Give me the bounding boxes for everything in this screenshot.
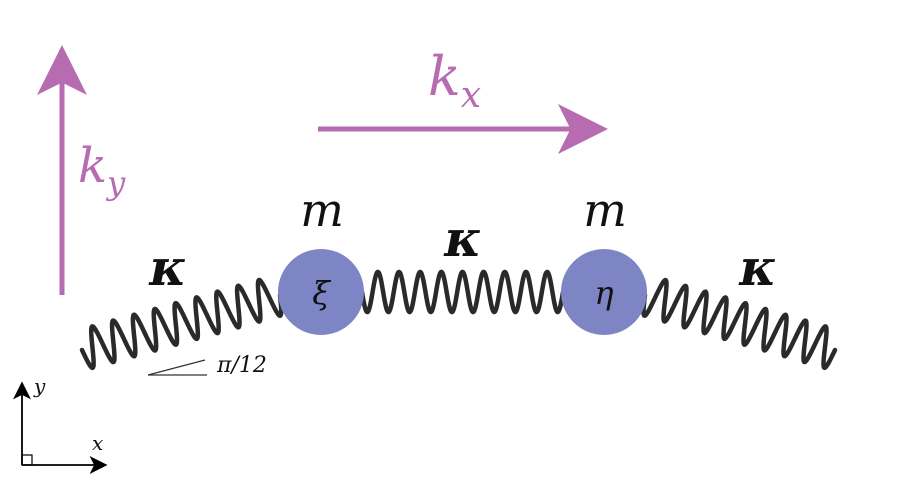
angle-indicator <box>147 359 207 376</box>
spring-left-label: κ <box>148 238 186 297</box>
spring-middle-label: κ <box>443 209 481 268</box>
axis-y-label: y <box>33 374 46 398</box>
kx-label: kx <box>428 45 481 116</box>
coordinate-axes <box>13 381 108 474</box>
mass-left-label: m <box>300 183 344 237</box>
angle-label: π/12 <box>216 353 267 378</box>
mass-right-label: m <box>583 183 627 237</box>
spring-right <box>641 277 838 371</box>
spring-left <box>79 277 284 371</box>
mass-right <box>561 249 647 335</box>
mass-left <box>278 249 364 335</box>
mass-right-symbol: η <box>594 274 613 312</box>
right-angle-marker <box>21 454 33 466</box>
spring-right-label: κ <box>738 238 776 297</box>
ky-label: ky <box>78 138 126 202</box>
mass-left-symbol: ξ <box>312 274 331 312</box>
axis-x-label: x <box>92 431 103 455</box>
spring-middle <box>359 269 566 315</box>
